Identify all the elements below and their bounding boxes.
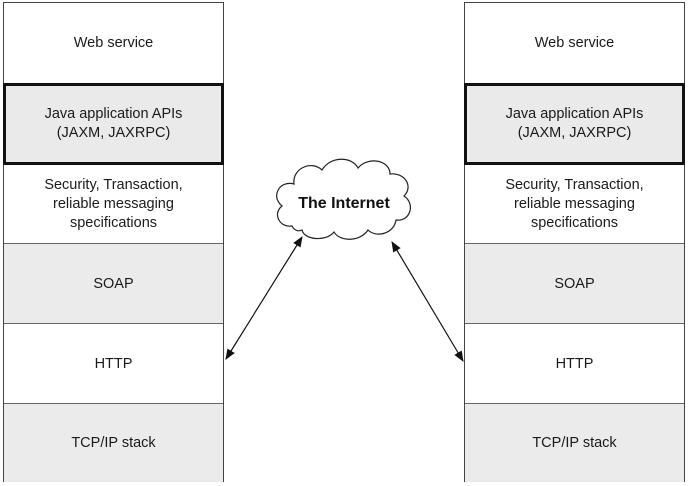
security-label: Security, Transaction, reliable messagin…	[505, 177, 644, 231]
soap-layer: SOAP	[4, 243, 223, 324]
right-connection-arrow	[391, 241, 464, 362]
web-service-layer: Web service	[465, 3, 684, 84]
left-connection-arrow	[225, 236, 303, 360]
java-api-label: Java application APIs (JAXM, JAXRPC)	[44, 106, 183, 141]
java-api-label: Java application APIs (JAXM, JAXRPC)	[505, 106, 644, 141]
http-label: HTTP	[94, 355, 133, 372]
soap-label: SOAP	[93, 275, 134, 292]
cloud-icon	[276, 158, 412, 240]
tcpip-label: TCP/IP stack	[71, 434, 156, 451]
java-api-layer: Java application APIs (JAXM, JAXRPC)	[3, 83, 224, 165]
security-label: Security, Transaction, reliable messagin…	[44, 177, 183, 231]
tcpip-label: TCP/IP stack	[532, 434, 617, 451]
internet-label: The Internet	[298, 195, 390, 212]
security-layer: Security, Transaction, reliable messagin…	[465, 165, 684, 244]
http-layer: HTTP	[4, 323, 223, 404]
security-layer: Security, Transaction, reliable messagin…	[4, 165, 223, 244]
web-service-layer: Web service	[4, 3, 223, 84]
right-protocol-stack: Web service Java application APIs (JAXM,…	[464, 2, 685, 482]
http-layer: HTTP	[465, 323, 684, 404]
internet-cloud: The Internet	[276, 158, 412, 240]
soap-label: SOAP	[554, 275, 595, 292]
tcpip-layer: TCP/IP stack	[4, 403, 223, 482]
soap-layer: SOAP	[465, 243, 684, 324]
web-service-label: Web service	[73, 35, 154, 51]
http-label: HTTP	[555, 355, 594, 372]
tcpip-layer: TCP/IP stack	[465, 403, 684, 482]
left-protocol-stack: Web service Java application APIs (JAXM,…	[3, 2, 224, 482]
java-api-layer: Java application APIs (JAXM, JAXRPC)	[464, 83, 685, 165]
web-service-label: Web service	[534, 35, 615, 51]
